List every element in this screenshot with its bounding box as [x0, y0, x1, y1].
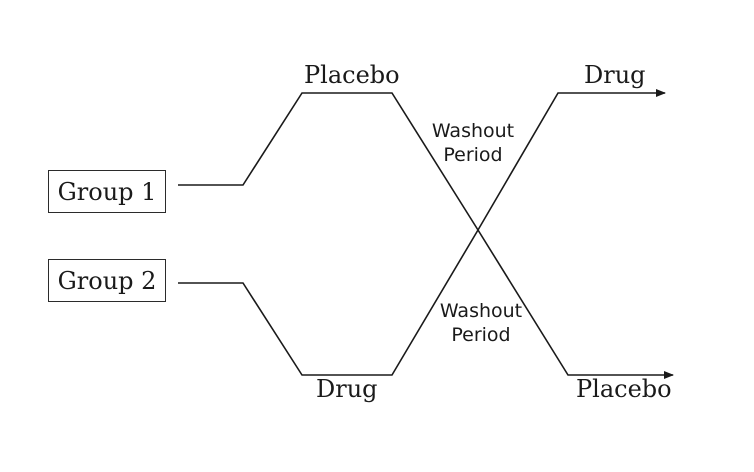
period2-top-label: Drug [584, 61, 646, 89]
washout-bottom-line1: Washout [439, 300, 523, 322]
washout-bottom-label: Washout Period [426, 299, 536, 347]
period2-bottom-label: Placebo [576, 375, 672, 403]
group2-path [178, 228, 674, 379]
washout-top-line2: Period [443, 144, 503, 166]
group2-box: Group 2 [48, 259, 166, 302]
washout-bottom-line2: Period [451, 324, 511, 346]
period1-top-label: Placebo [304, 61, 400, 89]
washout-top-line1: Washout [431, 120, 515, 142]
group1-path [178, 89, 666, 232]
group1-label: Group 1 [57, 177, 157, 206]
group1-box: Group 1 [48, 170, 166, 213]
group2-label: Group 2 [57, 266, 157, 295]
period1-bottom-label: Drug [316, 375, 378, 403]
washout-top-label: Washout Period [418, 119, 528, 167]
